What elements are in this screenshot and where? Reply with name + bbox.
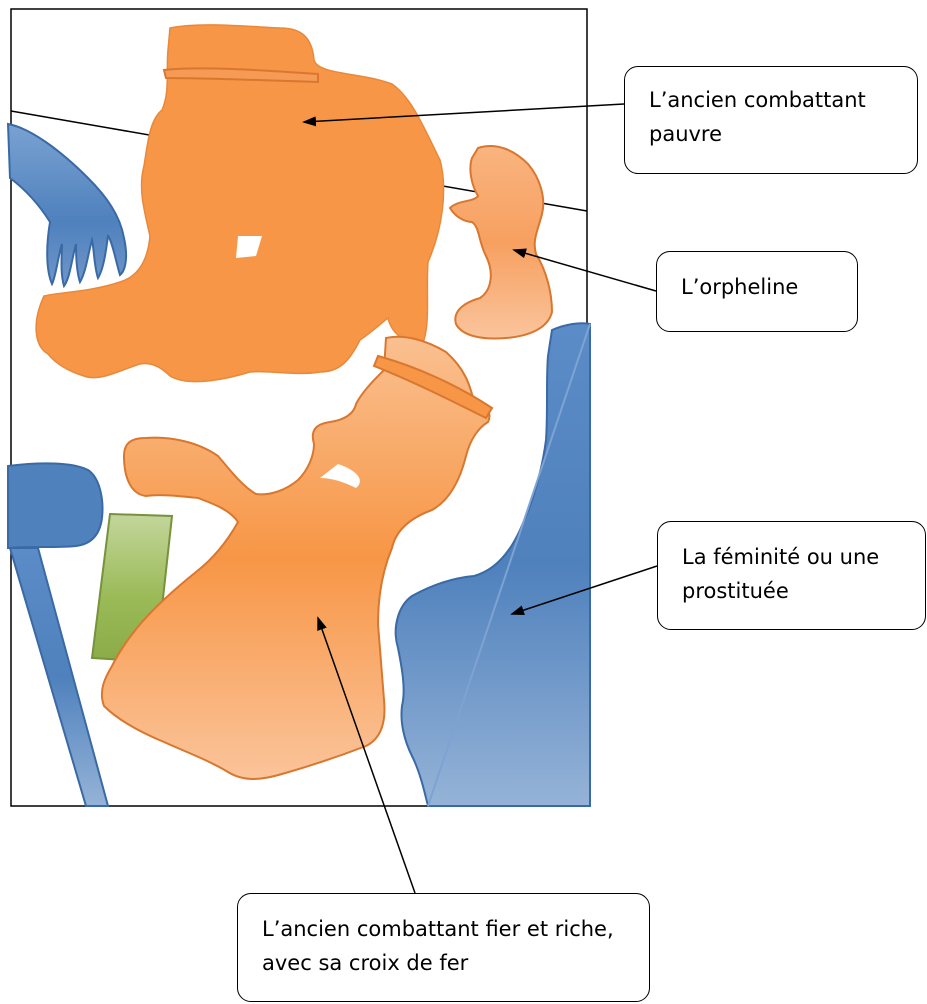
callout-poor-veteran: L’ancien combattant pauvre	[624, 66, 918, 174]
chair-leg	[10, 548, 108, 806]
callout-proud-veteran: L’ancien combattant fier et riche, avec …	[237, 893, 650, 1002]
callout-femininity-text: La féminité ou une prostituée	[682, 545, 879, 603]
orphan-figure	[450, 146, 552, 339]
callout-orphan: L’orpheline	[656, 251, 858, 332]
callout-poor-veteran-text: L’ancien combattant pauvre	[649, 88, 866, 146]
chair-back	[8, 463, 102, 548]
blue-hand-shape	[8, 124, 126, 286]
callout-orphan-text: L’orpheline	[681, 275, 798, 299]
callout-proud-veteran-text: L’ancien combattant fier et riche, avec …	[262, 917, 614, 975]
callout-femininity: La féminité ou une prostituée	[657, 521, 926, 630]
chair-shape	[8, 463, 108, 806]
